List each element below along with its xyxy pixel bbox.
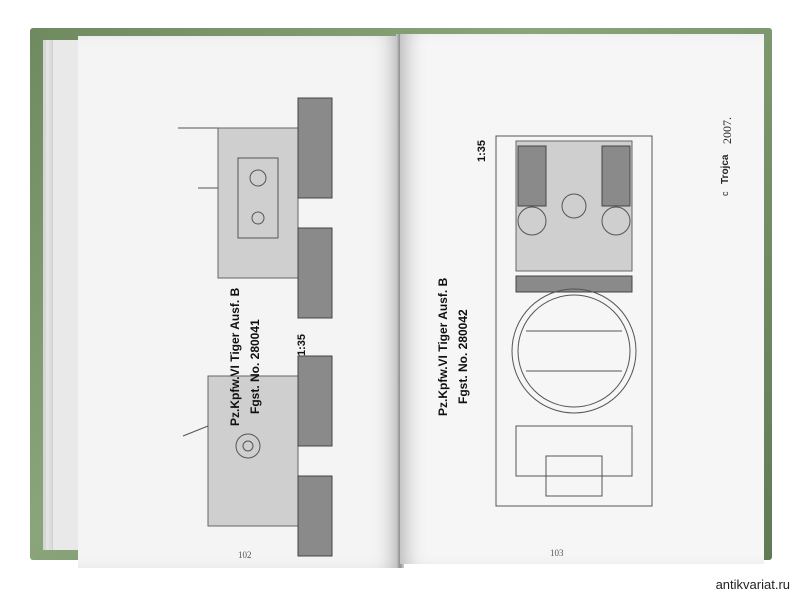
left-page-number: 102 — [238, 550, 252, 560]
tank-rear-view-bottom — [182, 355, 333, 557]
right-page: Pz.Kpfw.VI Tiger Ausf. B Fgst. No. 28004… — [400, 34, 764, 564]
right-fgst: Fgst. No. 280042 — [456, 309, 470, 404]
left-scale: 1:35 — [296, 333, 308, 356]
left-page: Pz.Kpfw.VI Tiger Ausf. B Fgst. No. 28004… — [78, 36, 400, 568]
tank-rear-view-top — [178, 97, 333, 319]
right-title: Pz.Kpfw.VI Tiger Ausf. B — [436, 277, 450, 416]
left-title: Pz.Kpfw.VI Tiger Ausf. B — [228, 287, 242, 426]
watermark-text: antikvariat.ru — [715, 577, 790, 592]
tank-top-view — [495, 135, 653, 507]
publisher-mark: Trojca — [720, 154, 731, 184]
right-scale: 1:35 — [476, 139, 488, 162]
left-fgst: Fgst. No. 280041 — [248, 319, 262, 414]
right-page-number: 103 — [550, 548, 564, 558]
publisher-year: 2007. — [720, 117, 734, 144]
publisher-copyright: c — [720, 191, 730, 197]
